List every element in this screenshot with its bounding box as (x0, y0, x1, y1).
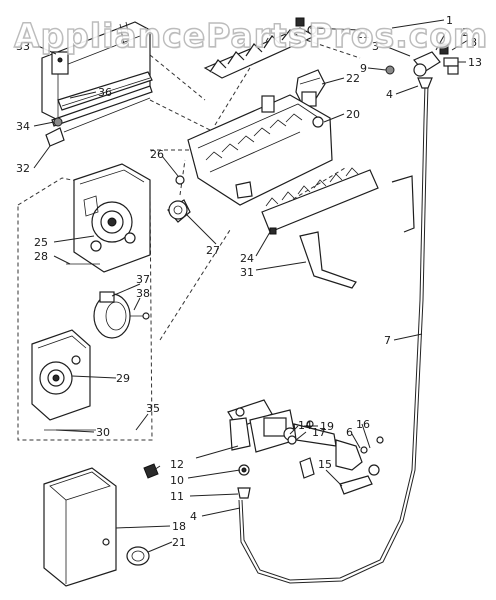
callout-15: 15 (318, 458, 332, 471)
callout-13: 13 (468, 56, 482, 69)
callout-38: 38 (136, 287, 150, 300)
callout-33: 33 (16, 40, 30, 53)
callout-10: 10 (170, 474, 184, 487)
callout-31: 31 (240, 266, 254, 279)
callout-30: 30 (96, 426, 110, 439)
callout-2: 2 (462, 26, 469, 39)
water-valve (227, 399, 384, 495)
callout-26: 26 (150, 148, 164, 161)
knob (126, 546, 150, 566)
callout-18: 18 (172, 520, 186, 533)
callout-labels: 1 2 21 3 8 33 9 13 22 4 36 34 20 32 26 2… (16, 14, 482, 549)
callout-7: 7 (384, 334, 391, 347)
callout-21b: 21 (172, 536, 186, 549)
callout-8: 8 (470, 36, 477, 49)
mounting-plate (31, 329, 96, 431)
callout-11: 11 (170, 490, 184, 503)
shutoff-arm (299, 175, 415, 289)
callout-21a: 21 (356, 28, 370, 41)
small-fittings (143, 463, 251, 499)
mounting-bracket (41, 21, 153, 147)
callout-27: 27 (206, 244, 220, 257)
assembly-boundaries (17, 34, 361, 441)
ice-mold (187, 94, 333, 206)
callout-24: 24 (240, 252, 254, 265)
callout-4b: 4 (190, 510, 197, 523)
callout-29: 29 (116, 372, 130, 385)
callout-32: 32 (16, 162, 30, 175)
callout-16: 16 (356, 418, 370, 431)
callout-34: 34 (16, 120, 30, 133)
ice-bin (43, 467, 117, 587)
callout-17: 17 (312, 426, 326, 439)
callout-25: 25 (34, 236, 48, 249)
module-housing (66, 163, 151, 273)
callout-12: 12 (170, 458, 184, 471)
callout-36: 36 (98, 86, 112, 99)
motor (93, 291, 150, 339)
leader-lines (33, 19, 469, 553)
callout-6: 6 (346, 426, 353, 439)
callout-1: 1 (446, 14, 453, 27)
callout-19: 19 (320, 420, 334, 433)
callout-9: 9 (360, 62, 367, 75)
callout-22: 22 (346, 72, 360, 85)
callout-14: 14 (298, 419, 312, 432)
callout-4a: 4 (386, 88, 393, 101)
callout-28: 28 (34, 250, 48, 263)
callout-3: 3 (372, 40, 379, 53)
water-tube (238, 84, 429, 584)
ejector-assembly (203, 17, 317, 79)
top-fittings (385, 43, 459, 89)
thermostat-parts (167, 175, 191, 223)
callout-37: 37 (136, 273, 150, 286)
fill-cup (295, 69, 326, 107)
callout-35: 35 (146, 402, 160, 415)
stripper (261, 167, 379, 235)
callout-20: 20 (346, 108, 360, 121)
